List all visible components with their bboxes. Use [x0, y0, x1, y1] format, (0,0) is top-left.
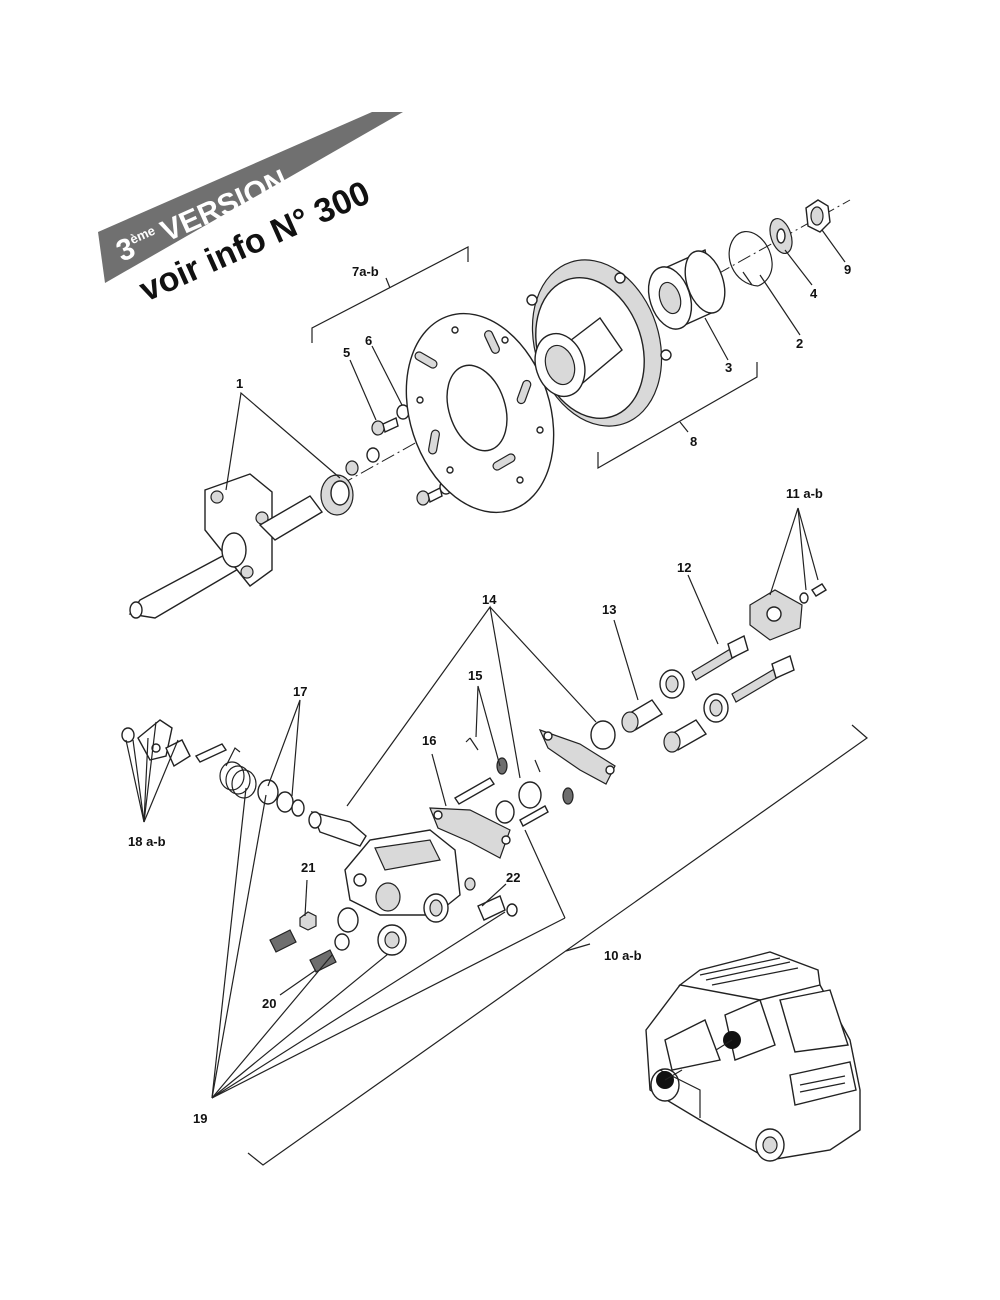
pad-washers	[495, 781, 542, 824]
brake-pad-outer	[538, 728, 616, 785]
brake-caliper-body	[344, 829, 461, 923]
label-12: 12	[677, 560, 691, 575]
label-17: 17	[293, 684, 307, 699]
caliper-lower-seals	[334, 907, 407, 956]
version-banner: 3èmeVERSION voir info N° 300	[98, 112, 403, 309]
label-13: 13	[602, 602, 616, 617]
label-3: 3	[725, 360, 732, 375]
label-19: 19	[193, 1111, 207, 1126]
hub-washer	[769, 218, 793, 254]
vehicle-location-illustration	[645, 951, 861, 1162]
label-18ab: 18 a-b	[128, 834, 166, 849]
label-15: 15	[468, 668, 482, 683]
wheel-hub	[526, 259, 672, 427]
return-spring	[194, 743, 257, 799]
hub-bearing	[647, 249, 726, 330]
stub-axle	[128, 473, 324, 619]
seal-ring	[320, 474, 354, 516]
label-16: 16	[422, 733, 436, 748]
bracket-7ab	[311, 246, 469, 343]
guide-sleeve-upper	[621, 699, 664, 733]
label-9: 9	[844, 262, 851, 277]
label-8: 8	[690, 434, 697, 449]
adjust-screws-20	[269, 929, 337, 973]
label-7ab: 7a-b	[352, 264, 379, 279]
version-banner-stripe	[98, 112, 403, 283]
label-11ab: 11 a-b	[786, 486, 823, 501]
circlip	[728, 231, 773, 287]
part-labels: 1 2 3 4 5 6 7a-b 8 9 10 a-b 11 a-b 12 13…	[128, 262, 851, 1126]
label-1: 1	[236, 376, 243, 391]
hub-nut	[805, 199, 831, 233]
label-21: 21	[301, 860, 315, 875]
label-22: 22	[506, 870, 520, 885]
long-bolt-lower	[703, 655, 795, 723]
label-4: 4	[810, 286, 818, 301]
guide-sleeve-lower	[663, 719, 708, 753]
label-6: 6	[365, 333, 372, 348]
pad-spring-set	[454, 737, 574, 827]
bleed-screw	[464, 877, 518, 921]
lever-bracket	[121, 719, 191, 768]
leader-lines	[125, 229, 846, 1099]
long-bolt-upper	[659, 634, 749, 699]
disc-screw-set	[345, 404, 453, 506]
label-14: 14	[482, 592, 497, 607]
caliper-nut-21	[299, 911, 317, 931]
caliper-pin	[308, 810, 367, 847]
label-20: 20	[262, 996, 276, 1011]
bracket-10ab	[247, 724, 868, 1166]
bracket-bolt	[799, 583, 827, 604]
caliper-seals	[257, 779, 305, 817]
label-5: 5	[343, 345, 350, 360]
caliper-mount-bracket	[749, 589, 803, 641]
brake-disc	[405, 312, 555, 514]
bracket-8	[597, 362, 758, 470]
piston-cap	[590, 720, 616, 750]
label-2: 2	[796, 336, 803, 351]
brake-pad-inner	[429, 807, 511, 859]
label-10ab: 10 a-b	[604, 948, 642, 963]
